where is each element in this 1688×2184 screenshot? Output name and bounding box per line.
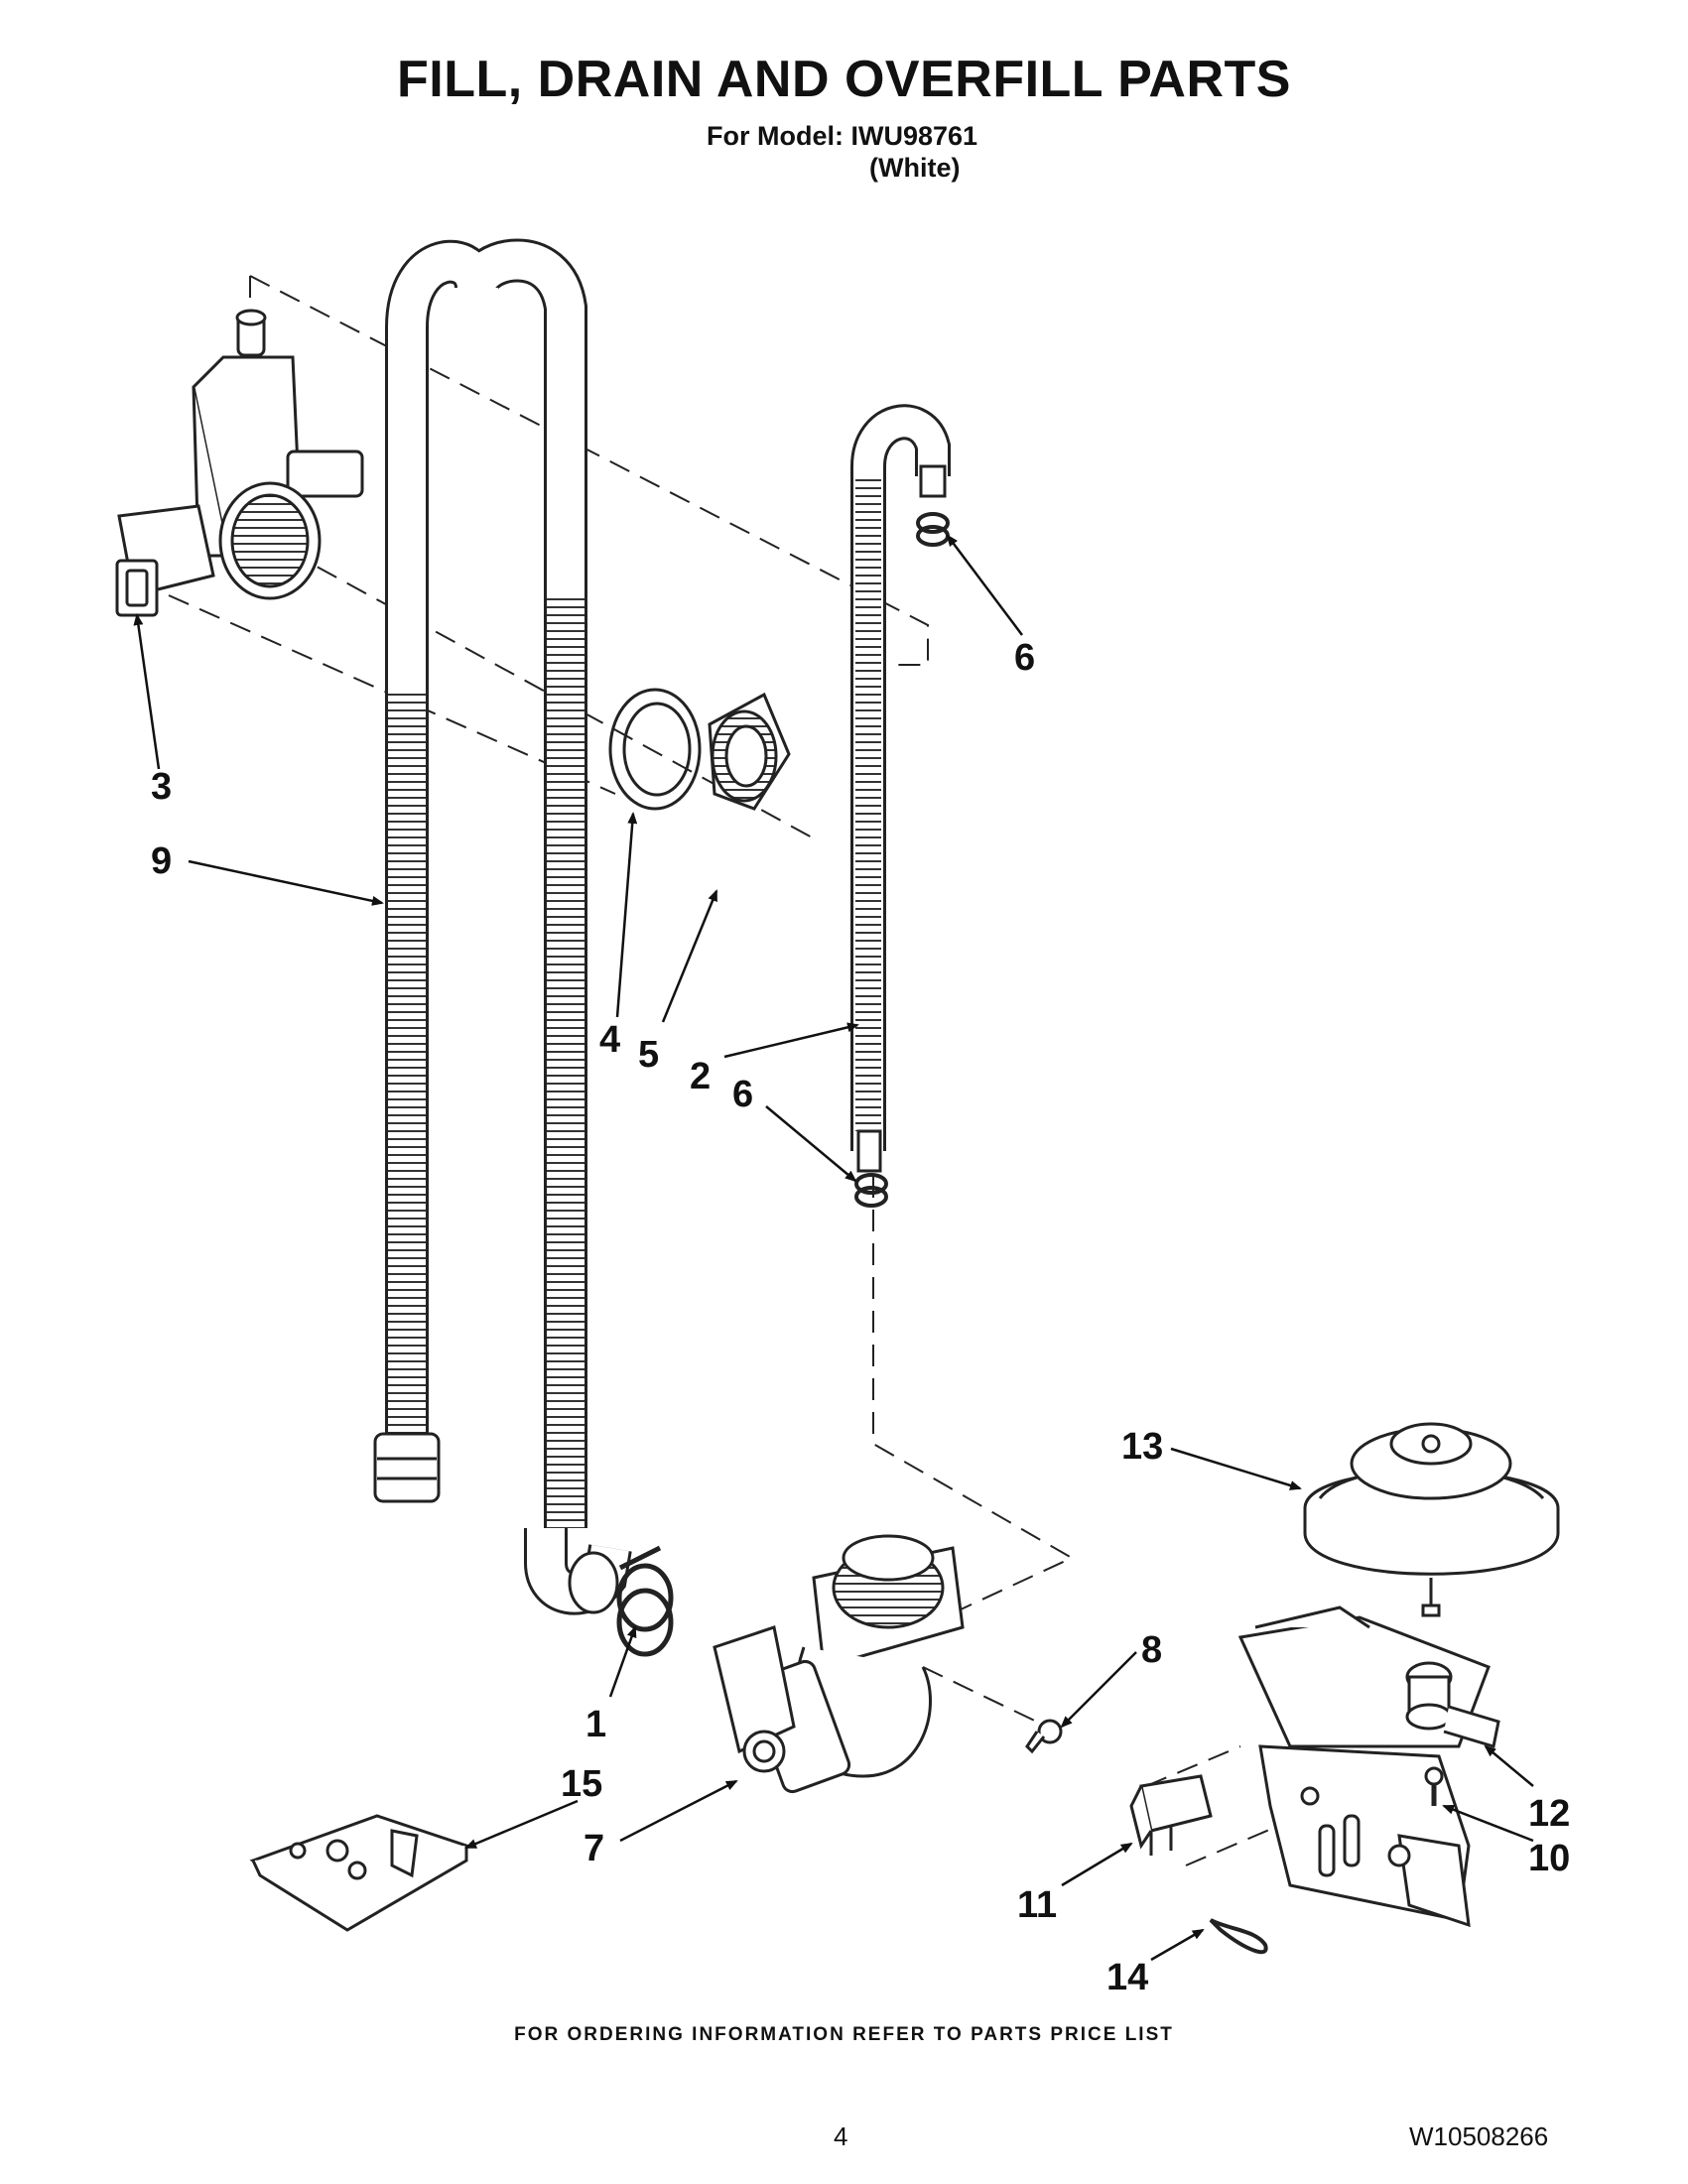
part-13-float [1303, 1422, 1560, 1617]
ordering-note: FOR ORDERING INFORMATION REFER TO PARTS … [514, 2024, 1174, 2045]
color-line: (White) [869, 153, 961, 183]
part-3-air-gap-bracket [115, 309, 364, 617]
callout-1: 1 [585, 1704, 606, 1745]
callout-14: 14 [1106, 1957, 1148, 1998]
callout-10: 10 [1528, 1838, 1570, 1879]
callout-4: 4 [599, 1019, 620, 1061]
model-line: For Model: IWU98761 [707, 121, 978, 151]
part-6-clamp-top [916, 512, 950, 547]
part-2-fill-hose [850, 404, 951, 1173]
leader-lines [133, 534, 1534, 1962]
callout-6-upper: 6 [1014, 637, 1035, 679]
assembly-dash-lines [168, 275, 1291, 1866]
callout-5: 5 [638, 1034, 659, 1076]
page-number: 4 [834, 2121, 848, 2151]
callout-3: 3 [151, 766, 172, 808]
part-9-drain-hose [373, 238, 632, 1615]
document-number: W10508266 [1409, 2121, 1549, 2151]
callout-2: 2 [690, 1056, 711, 1097]
part-6-clamp-bottom [854, 1173, 888, 1208]
part-14-clip [1209, 1918, 1268, 1955]
callout-8: 8 [1141, 1629, 1162, 1671]
callout-11: 11 [1017, 1884, 1057, 1926]
part-5-nut [708, 692, 791, 811]
part-1-hose-clamp [616, 1545, 674, 1657]
callout-7: 7 [584, 1828, 604, 1869]
part-11-microswitch [1129, 1774, 1213, 1856]
page-title: FILL, DRAIN AND OVERFILL PARTS [397, 51, 1291, 108]
part-8-screw [1025, 1719, 1063, 1754]
part-4-gasket [608, 688, 702, 811]
callout-9: 9 [151, 840, 172, 882]
callout-6-lower: 6 [732, 1074, 753, 1115]
part-12-switch-bracket [1237, 1606, 1500, 1748]
part-7-water-valve [713, 1534, 965, 1794]
callout-12: 12 [1528, 1793, 1570, 1835]
part-10-switch-housing [1258, 1744, 1471, 1928]
callout-15: 15 [561, 1763, 602, 1805]
part-10-screw [1424, 1766, 1444, 1806]
part-15-hardware-bag [249, 1814, 470, 1932]
callout-13: 13 [1121, 1426, 1163, 1468]
